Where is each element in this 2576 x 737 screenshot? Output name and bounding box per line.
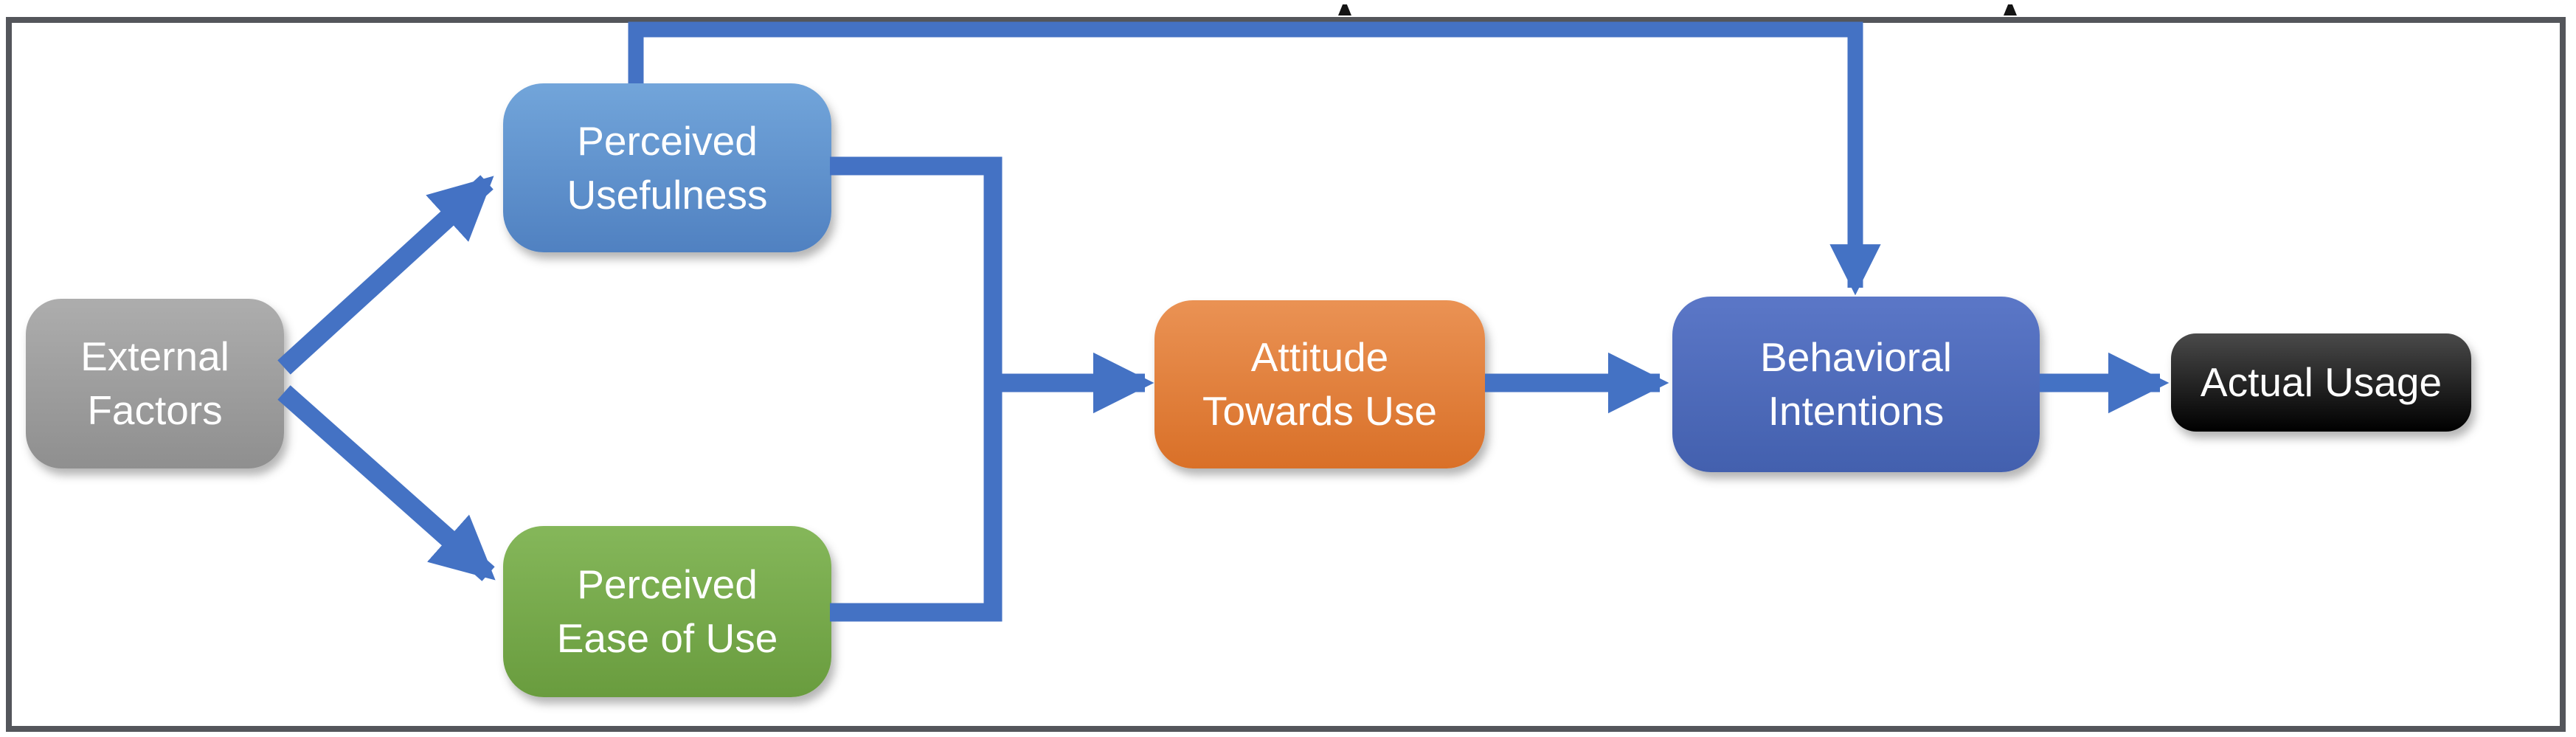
node-external-factors: External Factors	[26, 299, 284, 468]
node-label: Perceived	[577, 117, 758, 164]
node-label: Ease of Use	[556, 615, 778, 661]
cropped-text-fragment	[2004, 4, 2017, 15]
node-label: Attitude	[1250, 334, 1389, 381]
cropped-text-fragment	[1338, 4, 1351, 15]
node-label: External	[80, 333, 229, 380]
node-label: Intentions	[1767, 388, 1945, 434]
node-label: Perceived	[577, 561, 758, 608]
node-attitude-towards-use: Attitude Towards Use	[1154, 300, 1485, 468]
node-actual-usage: Actual Usage	[2171, 333, 2471, 432]
node-label: Factors	[87, 387, 223, 433]
node-perceived-usefulness: Perceived Usefulness	[503, 83, 831, 252]
node-label: Usefulness	[567, 171, 768, 218]
node-label: Towards Use	[1202, 388, 1437, 434]
node-label: Behavioral	[1760, 334, 1952, 381]
diagram-frame	[6, 17, 2566, 732]
node-label: Actual Usage	[2200, 359, 2442, 406]
node-perceived-ease-of-use: Perceived Ease of Use	[503, 526, 831, 697]
node-behavioral-intentions: Behavioral Intentions	[1672, 297, 2040, 472]
